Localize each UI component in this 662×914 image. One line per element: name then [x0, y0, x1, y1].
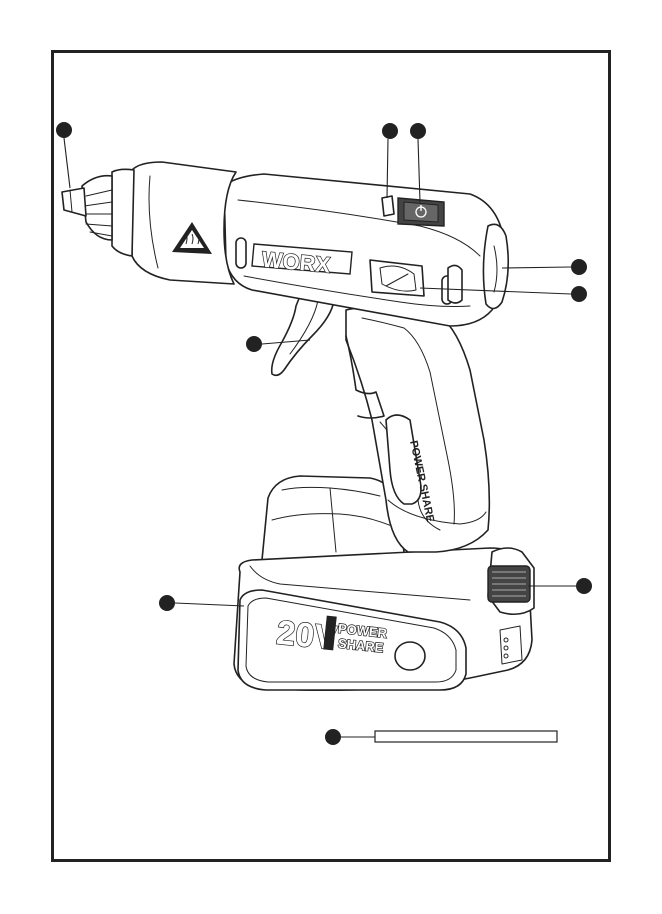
battery-release-button[interactable]	[395, 642, 425, 670]
power-button[interactable]	[398, 198, 444, 226]
callout-led	[382, 123, 398, 139]
glue-feed-window	[370, 260, 424, 296]
power-indicator-led	[382, 196, 394, 216]
callout-nozzle	[56, 122, 72, 138]
nozzle-tip	[62, 188, 86, 216]
trigger[interactable]	[272, 294, 334, 376]
callout-power-button	[410, 123, 426, 139]
glue-stick	[375, 731, 557, 742]
callout-glue-stick	[325, 729, 341, 745]
callout-glue-window	[571, 286, 587, 302]
callout-battery-vent	[576, 578, 592, 594]
gun-body: WORX	[62, 162, 508, 326]
battery-vent-grille	[488, 566, 530, 602]
vent-slot-front	[236, 238, 246, 268]
callout-rear-cap	[571, 259, 587, 275]
callout-trigger	[246, 336, 262, 352]
nozzle-heat-fins	[82, 176, 112, 240]
callout-battery	[159, 595, 175, 611]
